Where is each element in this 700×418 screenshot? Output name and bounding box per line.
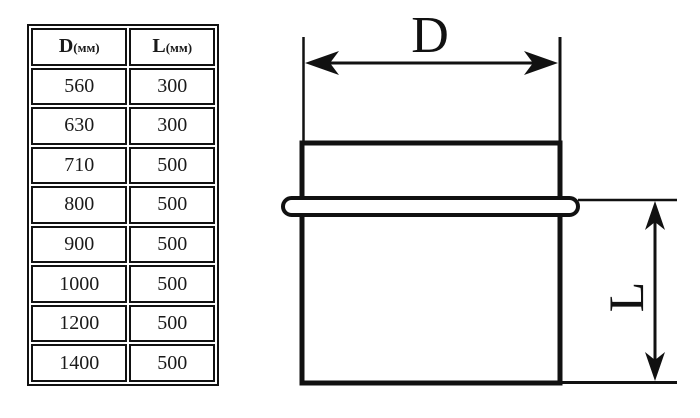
cell-d: 1200 <box>31 304 128 343</box>
d-dimension-label: D <box>411 7 449 64</box>
collar-flange <box>281 196 580 217</box>
cell-l: 500 <box>129 265 215 303</box>
table-row: 900 500 <box>31 225 215 264</box>
cell-d: 710 <box>31 146 128 185</box>
col-header-d-unit: (мм) <box>73 40 100 56</box>
cell-l: 500 <box>129 186 215 224</box>
table-row: 560 300 <box>31 67 215 106</box>
cell-l: 300 <box>129 67 215 106</box>
cell-d: 1000 <box>31 265 128 303</box>
table-row: 710 500 <box>31 146 215 185</box>
col-header-d: D(мм) <box>31 28 128 66</box>
table-header-row: D(мм) L(мм) <box>31 28 215 66</box>
table-row: 630 300 <box>31 107 215 145</box>
table-row: 1000 500 <box>31 265 215 303</box>
d-arrowhead-right-icon <box>524 51 558 75</box>
cell-l: 500 <box>129 146 215 185</box>
col-header-d-label: D <box>58 35 74 58</box>
d-arrowhead-left-icon <box>305 51 339 75</box>
cell-d: 560 <box>31 67 128 106</box>
cell-d: 900 <box>31 225 128 264</box>
col-header-l-unit: (мм) <box>165 40 193 56</box>
duct-body <box>299 140 563 386</box>
l-arrowhead-top-icon <box>645 201 665 230</box>
cell-l: 300 <box>129 107 215 145</box>
l-dimension-label: L <box>598 282 654 313</box>
cell-d: 800 <box>31 186 128 224</box>
cell-l: 500 <box>129 304 215 343</box>
cell-d: 630 <box>31 107 128 145</box>
dimensions-table: D(мм) L(мм) 560 300 630 300 710 500 800 … <box>27 24 219 386</box>
table-row: 800 500 <box>31 186 215 224</box>
cell-d: 1400 <box>31 344 128 382</box>
cell-l: 500 <box>129 225 215 264</box>
table-row: 1400 500 <box>31 344 215 382</box>
l-arrowhead-bottom-icon <box>645 352 665 381</box>
col-header-l-label: L <box>152 35 166 58</box>
cell-l: 500 <box>129 344 215 382</box>
table-row: 1200 500 <box>31 304 215 343</box>
col-header-l: L(мм) <box>129 28 215 66</box>
